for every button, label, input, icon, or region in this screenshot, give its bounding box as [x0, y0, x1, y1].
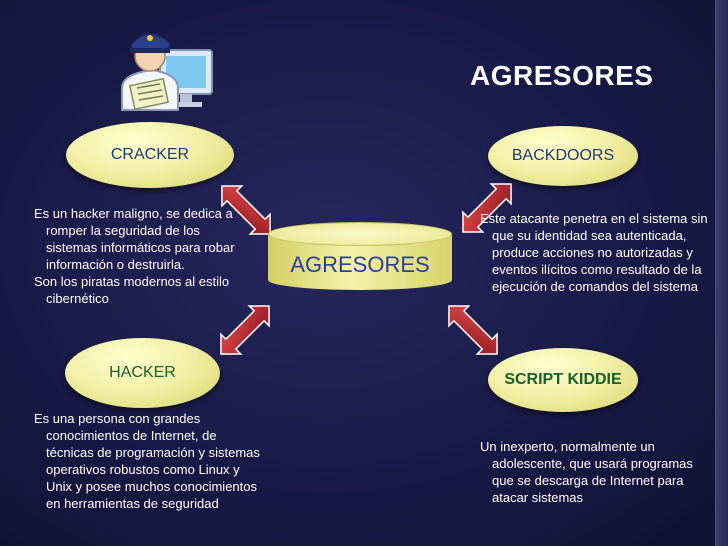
- arrow-hacker: [220, 305, 270, 355]
- cylinder-top: [268, 222, 452, 246]
- script-kiddie-desc-line: Un inexperto, normalmente un adolescente…: [480, 439, 693, 505]
- hacker-label: HACKER: [109, 364, 176, 381]
- cracker-desc-line: Es un hacker maligno, se dedica a romper…: [34, 206, 235, 272]
- cracker-node: CRACKER: [66, 122, 234, 188]
- hacker-desc-line: Es una persona con grandes conocimientos…: [34, 411, 260, 511]
- arrow-backdoors: [462, 183, 512, 233]
- cracker-description: Es un hacker maligno, se dedica a romper…: [34, 205, 254, 307]
- backdoors-label: BACKDOORS: [511, 147, 615, 164]
- slide-title: AGRESORES: [470, 60, 654, 91]
- backdoors-node: BACKDOORS: [488, 126, 638, 186]
- cracker-desc-line: Son los piratas modernos al estilo ciber…: [34, 274, 230, 306]
- police-officer-computer-icon: [121, 33, 213, 111]
- center-cylinder: AGRESORES: [268, 222, 452, 298]
- slide-side-bar: [715, 0, 728, 546]
- hacker-description: Es una persona con grandes conocimientos…: [34, 410, 264, 512]
- script-kiddie-description: Un inexperto, normalmente un adolescente…: [480, 438, 700, 506]
- script-kiddie-label: SCRIPT KIDDIE: [504, 371, 622, 388]
- arrow-script: [448, 305, 498, 355]
- backdoors-description: Este atacante penetra en el sistema sin …: [480, 210, 710, 295]
- script-kiddie-node: SCRIPT KIDDIE: [488, 348, 638, 412]
- hacker-node: HACKER: [65, 338, 220, 408]
- backdoors-desc-line: Este atacante penetra en el sistema sin …: [480, 211, 708, 294]
- cracker-label: CRACKER: [110, 146, 190, 163]
